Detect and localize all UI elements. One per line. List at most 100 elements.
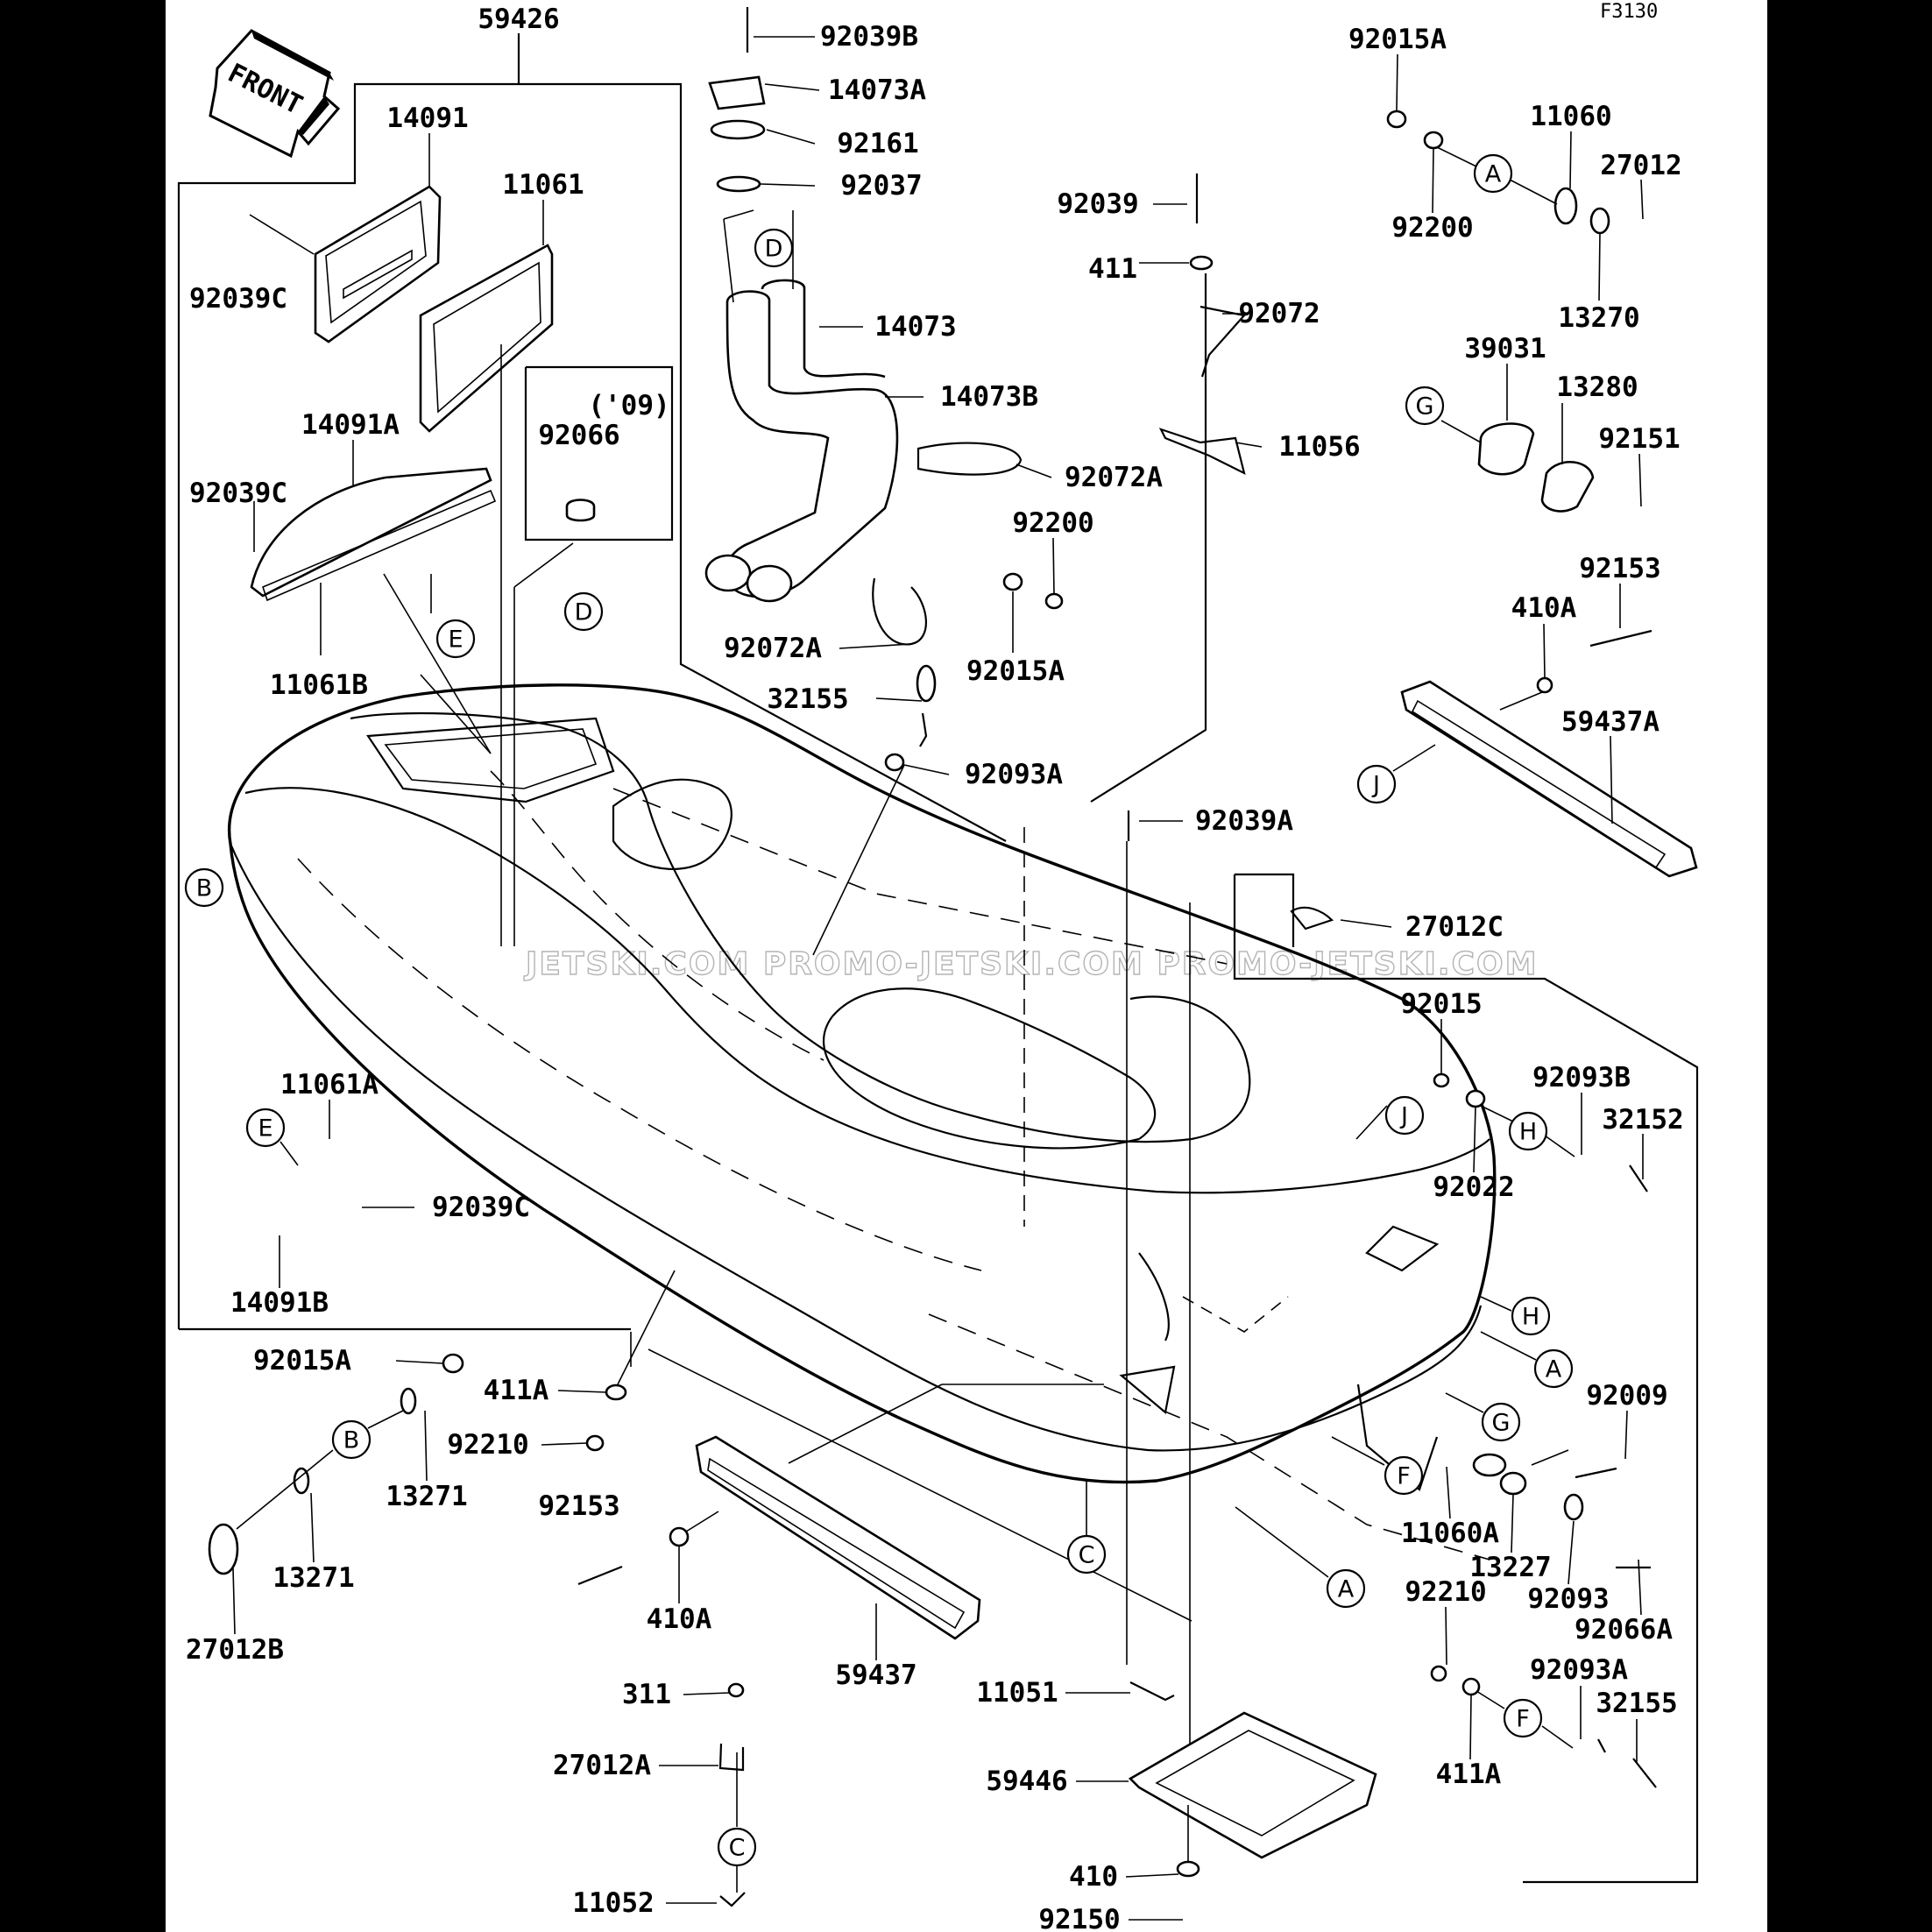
part-label-p92039A: 92039A xyxy=(1195,805,1293,837)
callout-circle xyxy=(1481,1402,1521,1442)
callout-circle xyxy=(1405,386,1445,426)
callout-circle xyxy=(563,591,604,632)
part-label-p410: 410 xyxy=(1069,1861,1118,1893)
part-label-p92039B: 92039B xyxy=(820,21,918,53)
part-label-p411A_2: 411A xyxy=(1436,1759,1502,1790)
jet-ski-hull xyxy=(227,683,1497,1622)
callout-letter: B xyxy=(343,1427,360,1454)
part-label-p11052: 11052 xyxy=(572,1887,654,1919)
part-label-p92072A_2: 92072A xyxy=(724,633,822,664)
callout-cF2: F xyxy=(1503,1698,1543,1738)
part-label-p92039C_1: 92039C xyxy=(189,283,287,315)
part-label-p14091B: 14091B xyxy=(230,1287,329,1319)
part-label-p92009: 92009 xyxy=(1586,1380,1667,1412)
part-label-p92072: 92072 xyxy=(1238,298,1320,329)
callout-letter: D xyxy=(765,236,783,263)
callout-circle xyxy=(1384,1095,1425,1136)
part-label-p13271_1: 13271 xyxy=(386,1481,467,1512)
callout-letter: F xyxy=(1397,1463,1411,1490)
parts-diagram-sheet: JETSKI.COM PROMO-JETSKI.COM PROMO-JETSKI… xyxy=(166,0,1767,1932)
part-label-p14091A: 14091A xyxy=(301,409,400,441)
watermark-text: JETSKI.COM PROMO-JETSKI.COM PROMO-JETSKI… xyxy=(523,946,1538,982)
callout-letter: D xyxy=(575,599,593,626)
callout-circle xyxy=(717,1827,757,1867)
callout-circle xyxy=(1384,1455,1424,1496)
callout-cG1: G xyxy=(1405,386,1445,426)
part-label-p14073: 14073 xyxy=(874,311,956,343)
callout-circle xyxy=(245,1108,286,1148)
part-label-p92200_2: 92200 xyxy=(1391,212,1473,244)
part-label-p11061B: 11061B xyxy=(270,669,368,701)
part-label-p92210_2: 92210 xyxy=(1405,1576,1486,1608)
part-label-p11060A: 11060A xyxy=(1401,1518,1499,1549)
front-arrow-icon: FRONT xyxy=(209,29,341,159)
callout-cG2: G xyxy=(1481,1402,1521,1442)
callout-letter: B xyxy=(196,875,213,902)
part-label-p92153_1: 92153 xyxy=(1579,553,1660,584)
callout-letter: G xyxy=(1416,393,1434,421)
part-label-p11056: 11056 xyxy=(1278,431,1360,463)
part-label-p92093A_2: 92093A xyxy=(1530,1654,1628,1686)
callout-circle xyxy=(435,619,476,659)
part-label-p410A_2: 410A xyxy=(647,1603,712,1635)
callout-cC2: C xyxy=(717,1827,757,1867)
part-label-p92066A: 92066A xyxy=(1575,1614,1673,1645)
part-label-p92039: 92039 xyxy=(1057,188,1138,220)
callout-cD2: D xyxy=(563,591,604,632)
part-label-p92093: 92093 xyxy=(1527,1583,1609,1615)
callout-letter: A xyxy=(1338,1576,1355,1603)
part-label-p59446: 59446 xyxy=(986,1766,1067,1797)
part-number-labels: 59426140911106192039C('09)9206614091A920… xyxy=(186,4,1684,1932)
part-label-p27012: 27012 xyxy=(1600,150,1681,181)
callout-cE1: E xyxy=(435,619,476,659)
callout-letter: H xyxy=(1519,1119,1537,1146)
group-bracket-lines xyxy=(177,33,1699,1884)
part-label-p92039C_2: 92039C xyxy=(189,478,287,509)
callout-cA2: A xyxy=(1533,1348,1574,1389)
callout-letter: A xyxy=(1485,161,1502,188)
callout-letter: C xyxy=(729,1835,746,1862)
callout-letter: C xyxy=(1079,1542,1095,1569)
part-label-p92039C_3: 92039C xyxy=(432,1192,530,1223)
part-label-p27012A: 27012A xyxy=(553,1750,651,1781)
part-label-p92022: 92022 xyxy=(1433,1171,1514,1203)
part-label-p39031: 39031 xyxy=(1464,333,1546,364)
callout-cD1: D xyxy=(754,228,794,268)
part-label-p13271_2: 13271 xyxy=(272,1562,354,1594)
part-label-p27012C: 27012C xyxy=(1405,911,1504,943)
part-label-p14073A: 14073A xyxy=(828,74,926,106)
leader-lines xyxy=(232,36,1644,1921)
callout-cJ1: J xyxy=(1356,764,1397,804)
part-label-p32152: 32152 xyxy=(1602,1104,1683,1136)
callout-cH2: H xyxy=(1511,1296,1551,1336)
part-label-p13280: 13280 xyxy=(1556,372,1638,403)
exploded-parts-diagram: JETSKI.COM PROMO-JETSKI.COM PROMO-JETSKI… xyxy=(177,1,1699,1932)
callout-letter: F xyxy=(1516,1706,1530,1733)
callout-letter: H xyxy=(1522,1304,1539,1331)
part-label-p11061A: 11061A xyxy=(280,1069,379,1100)
part-label-p32155_2: 32155 xyxy=(1596,1688,1677,1719)
part-label-p92072A_1: 92072A xyxy=(1065,462,1163,493)
callout-letter: J xyxy=(1371,772,1380,799)
part-label-p92210_1: 92210 xyxy=(447,1429,528,1461)
callout-circle xyxy=(1533,1348,1574,1389)
callout-circle xyxy=(1066,1534,1107,1575)
callout-circle xyxy=(184,867,224,908)
callout-cH1: H xyxy=(1508,1111,1548,1151)
callout-cA3: A xyxy=(1326,1568,1366,1609)
callout-letter: A xyxy=(1546,1356,1562,1384)
part-label-p92015: 92015 xyxy=(1400,988,1482,1020)
part-label-p92015A_1: 92015A xyxy=(966,655,1065,687)
part-label-p32155_1: 32155 xyxy=(767,683,848,715)
part-label-p411A_1: 411A xyxy=(484,1375,549,1406)
part-label-p59437A: 59437A xyxy=(1561,706,1660,738)
callout-cB1: B xyxy=(184,867,224,908)
callout-cC1: C xyxy=(1066,1534,1107,1575)
callout-cA1: A xyxy=(1473,153,1513,194)
callout-circle xyxy=(331,1419,372,1460)
callout-letter: J xyxy=(1399,1103,1408,1130)
part-label-p11061: 11061 xyxy=(502,169,584,201)
diagram-code: F3130 xyxy=(1600,1,1658,23)
